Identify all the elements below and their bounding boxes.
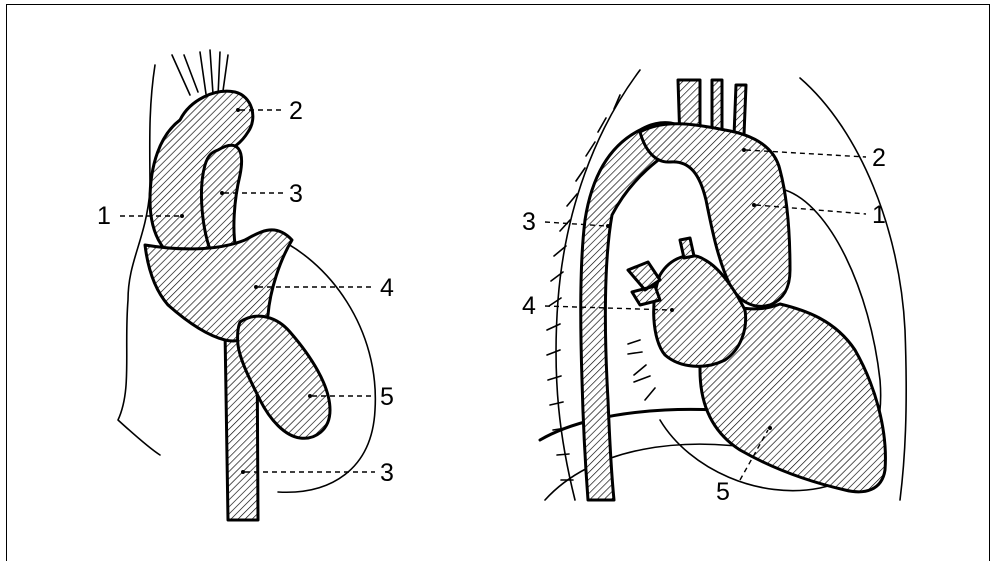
label-left-3-upper: 3 — [289, 180, 303, 208]
left-view — [118, 50, 375, 520]
right-pulmonary-branches — [628, 340, 655, 400]
label-left-2: 2 — [289, 97, 303, 125]
label-right-2: 2 — [872, 144, 886, 172]
label-left-1: 1 — [97, 202, 111, 230]
label-left-4: 4 — [380, 274, 394, 302]
label-left-3-lower: 3 — [380, 459, 394, 487]
right-view — [540, 70, 906, 500]
left-upper-vessel — [201, 145, 241, 255]
label-right-3: 3 — [522, 208, 536, 236]
label-right-1: 1 — [872, 201, 886, 229]
label-right-5: 5 — [716, 478, 730, 506]
label-left-5: 5 — [380, 383, 394, 411]
label-right-4: 4 — [522, 292, 536, 320]
